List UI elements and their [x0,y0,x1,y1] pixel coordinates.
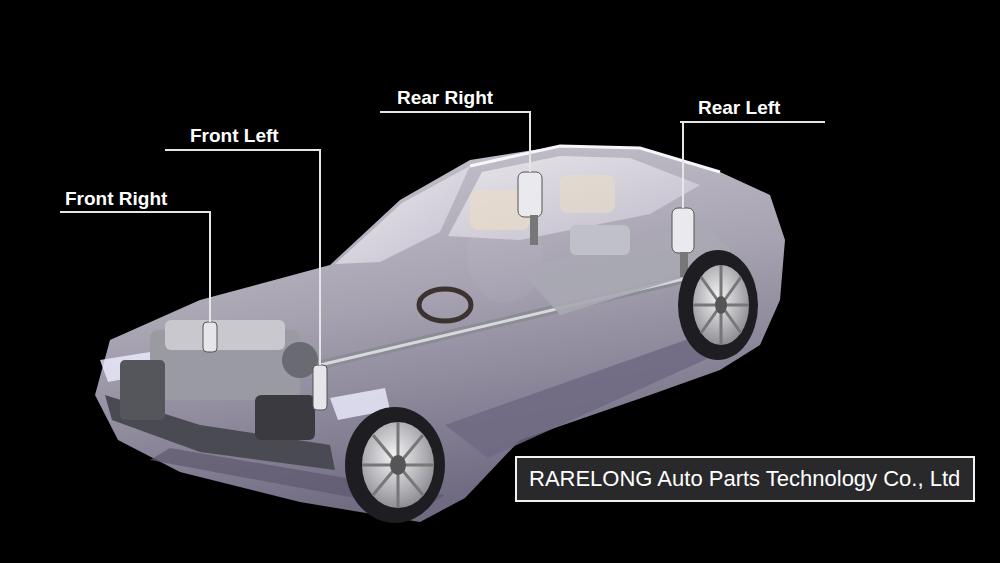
callout-label: Rear Right [397,88,493,107]
callout-label: Front Left [190,126,279,145]
callout-label: Rear Left [698,98,780,117]
watermark-text: RARELONG Auto Parts Technology Co., Ltd [529,468,961,490]
callout-label: Front Right [65,189,167,208]
watermark-box: RARELONG Auto Parts Technology Co., Ltd [515,456,975,502]
